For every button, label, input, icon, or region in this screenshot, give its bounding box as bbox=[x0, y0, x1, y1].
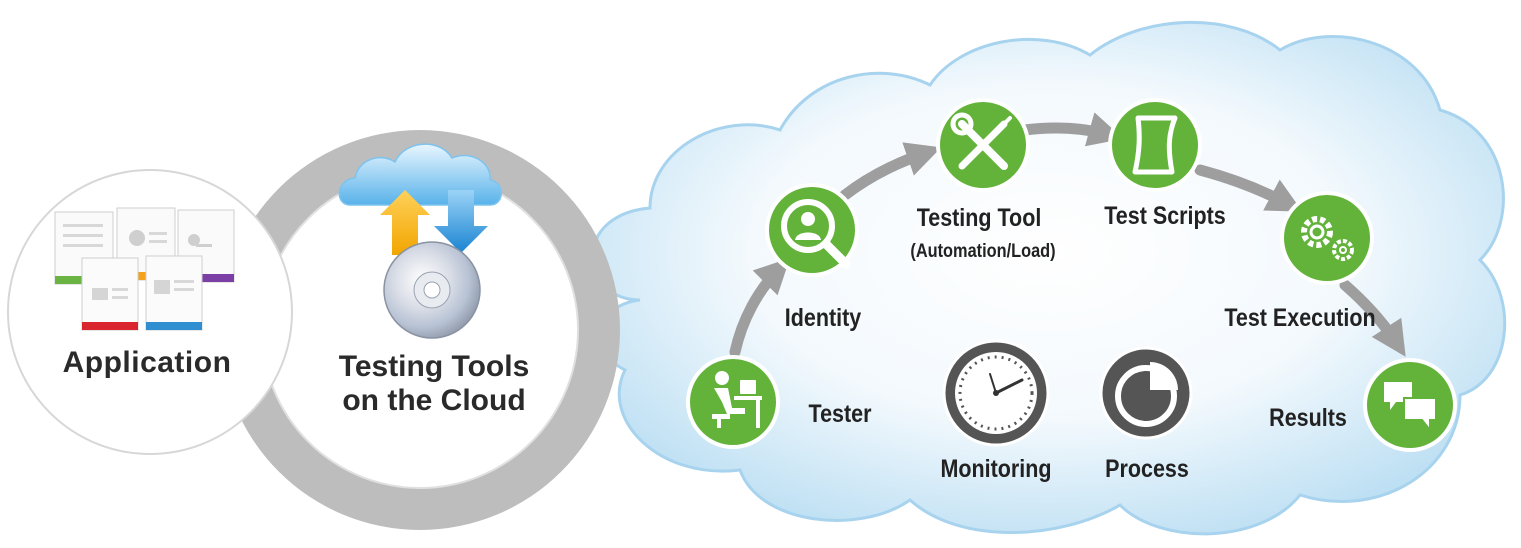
process-node bbox=[1099, 346, 1193, 440]
cloud-upload-download-icon bbox=[338, 143, 502, 255]
test-execution-label: Test Execution bbox=[1224, 304, 1376, 332]
tester-node bbox=[686, 355, 780, 449]
identity-label: Identity bbox=[784, 304, 862, 332]
user-magnifier-icon bbox=[781, 199, 851, 269]
testing-tool-node bbox=[936, 98, 1030, 192]
monitoring-label: Monitoring bbox=[940, 455, 1052, 483]
test-execution-node bbox=[1280, 191, 1374, 285]
script-scroll-icon bbox=[1132, 115, 1178, 175]
tester-label: Tester bbox=[808, 400, 872, 428]
gears-icon bbox=[1301, 216, 1354, 261]
testing-tool-label: Testing Tool bbox=[916, 204, 1042, 232]
workflow-cloud bbox=[591, 20, 1507, 536]
testing-tool-sublabel: (Automation/Load) bbox=[910, 241, 1056, 262]
person-at-desk-icon bbox=[712, 371, 762, 428]
test-scripts-label: Test Scripts bbox=[1104, 202, 1226, 230]
wrench-screwdriver-icon bbox=[950, 112, 1012, 170]
process-label: Process bbox=[1105, 455, 1189, 483]
monitoring-node bbox=[942, 339, 1050, 447]
document-stack-icon bbox=[54, 207, 235, 331]
results-label: Results bbox=[1269, 404, 1347, 432]
application-label: Application bbox=[62, 346, 232, 379]
test-scripts-node bbox=[1108, 98, 1202, 192]
identity-node bbox=[765, 183, 859, 277]
pie-chart-icon bbox=[1115, 362, 1178, 427]
cd-disc-icon bbox=[383, 241, 481, 339]
workflow-arrows bbox=[729, 112, 1406, 358]
cloud-tools-label-line1: Testing Tools bbox=[338, 350, 530, 383]
clock-gauge-icon bbox=[955, 352, 1037, 434]
cloud-tools-label-line2: on the Cloud bbox=[342, 384, 526, 417]
cloud-tools-label: Testing Tools on the Cloud bbox=[339, 350, 530, 418]
results-node bbox=[1363, 358, 1457, 452]
chat-bubbles-icon bbox=[1384, 382, 1437, 433]
